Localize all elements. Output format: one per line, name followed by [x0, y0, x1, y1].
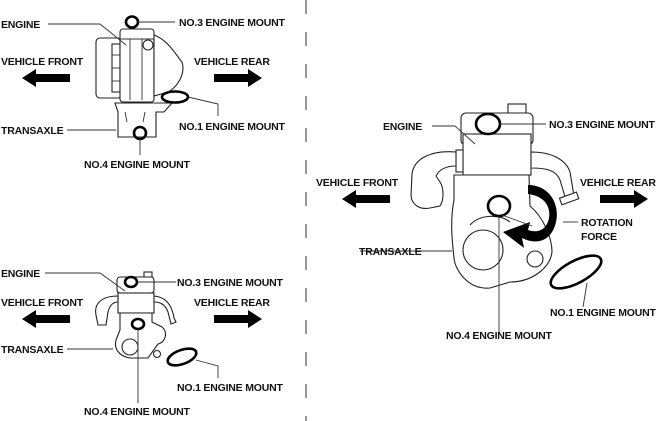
mount1-label: NO.1 ENGINE MOUNT [179, 121, 285, 133]
rear-arrow [214, 69, 262, 87]
rear-arrow [214, 310, 262, 328]
transaxle-label: TRANSAXLE [359, 246, 422, 258]
engine-label: ENGINE [1, 268, 40, 280]
rotation-force-label-1: ROTATION [581, 217, 633, 229]
vehicle-rear-label: VEHICLE REAR [194, 297, 270, 309]
view-bottom-left: ENGINE NO.3 ENGINE MOUNT VEHICLE FRONT V… [1, 268, 284, 418]
engine-label: ENGINE [383, 121, 422, 133]
transaxle-label: TRANSAXLE [1, 125, 64, 137]
mount1-marker [160, 90, 190, 104]
mount4-label: NO.4 ENGINE MOUNT [84, 159, 190, 171]
engine-label: ENGINE [1, 19, 40, 31]
vehicle-front-label: VEHICLE FRONT [1, 56, 84, 68]
transaxle-label: TRANSAXLE [1, 344, 64, 356]
vehicle-front-label: VEHICLE FRONT [316, 177, 399, 189]
rotation-force-label-2: FORCE [581, 231, 617, 243]
vehicle-rear-label: VEHICLE REAR [580, 177, 656, 189]
view-right: ENGINE NO.3 ENGINE MOUNT VEHICLE FRONT V… [316, 103, 657, 342]
rear-arrow [600, 190, 648, 208]
engine-drawing [95, 271, 177, 359]
mount3-label: NO.3 ENGINE MOUNT [177, 277, 283, 289]
view-top-left: ENGINE NO.3 ENGINE MOUNT VEHICLE FRONT V… [1, 15, 286, 171]
rotation-force-arrow [503, 185, 557, 248]
mount1-label: NO.1 ENGINE MOUNT [177, 382, 283, 394]
mount1-marker [166, 347, 198, 367]
front-arrow [22, 310, 70, 328]
mount1-marker [549, 254, 603, 290]
mount3-label: NO.3 ENGINE MOUNT [549, 119, 655, 131]
front-arrow [342, 190, 390, 208]
front-arrow [22, 69, 70, 87]
engine-drawing [95, 28, 184, 138]
mount1-label: NO.1 ENGINE MOUNT [550, 307, 656, 319]
mount3-label: NO.3 ENGINE MOUNT [179, 17, 285, 29]
vehicle-front-label: VEHICLE FRONT [1, 297, 84, 309]
mount4-label: NO.4 ENGINE MOUNT [446, 330, 552, 342]
engine-drawing [410, 103, 580, 289]
mount4-label: NO.4 ENGINE MOUNT [84, 406, 190, 418]
mount3-marker [124, 15, 140, 29]
vehicle-rear-label: VEHICLE REAR [194, 56, 270, 68]
